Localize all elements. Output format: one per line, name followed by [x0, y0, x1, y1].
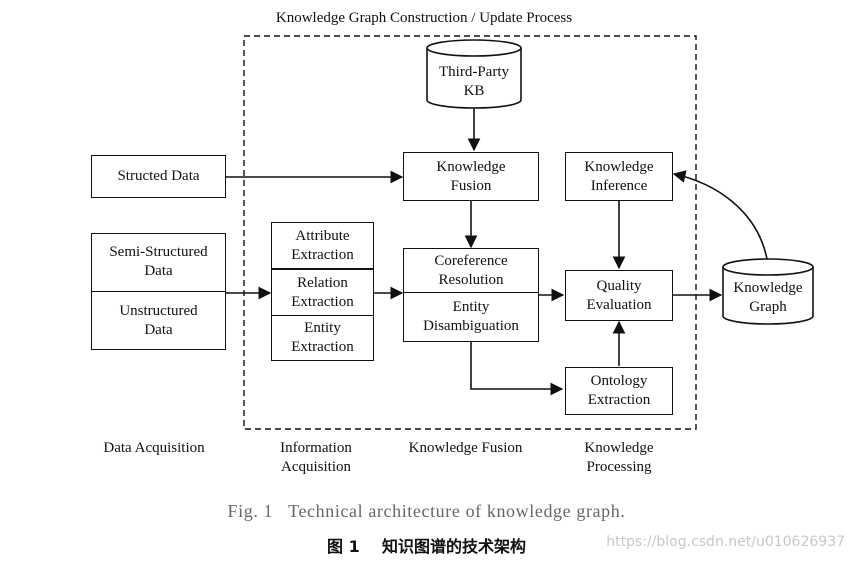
- ontology-extraction-box: [565, 367, 673, 415]
- frame-title: Knowledge Graph Construction / Update Pr…: [275, 10, 573, 26]
- arrow-disambiguation-to-ontology: [470, 342, 564, 396]
- relation-extraction-label: Relation Extraction: [291, 274, 354, 310]
- quality-evaluation-label: Quality Evaluation: [586, 277, 652, 313]
- unstructured-data-label: Unstructured Data: [119, 303, 198, 338]
- semi-unstructured-divider: [91, 291, 226, 292]
- coreference-resolution-label: Coreference Resolution: [434, 253, 508, 288]
- entity-extraction-label: Entity Extraction: [291, 320, 354, 355]
- arrow-graph-to-inference: [672, 170, 768, 260]
- entity-disambiguation-label: Entity Disambiguation: [423, 299, 519, 334]
- watermark-url: https://blog.csdn.net/u010626937: [606, 534, 845, 550]
- stage-information-acquisition: Information Acquisition: [280, 440, 352, 475]
- knowledge-fusion-box: [403, 152, 539, 201]
- third-party-kb-cylinder: [426, 39, 522, 109]
- coreference-disambiguation-box: [403, 248, 539, 342]
- structed-data-label: Structed Data: [117, 168, 200, 184]
- semi-structured-data-label: Semi-Structured Data: [109, 244, 208, 279]
- ontology-extraction-label: Ontology Extraction: [587, 373, 651, 408]
- figure-caption-chinese: 图 1 知识图谱的技术架构: [327, 537, 526, 556]
- stage-data-acquisition: Data Acquisition: [103, 440, 205, 456]
- entity-extraction-box: [271, 315, 374, 361]
- quality-evaluation-box: [565, 270, 673, 321]
- process-frame: [243, 35, 697, 430]
- structed-data-box: [91, 155, 226, 198]
- knowledge-inference-box: [565, 152, 673, 201]
- stage-knowledge-processing: Knowledge Processing: [584, 440, 654, 475]
- figure-caption-english: Fig. 1 Technical architecture of knowled…: [227, 501, 626, 521]
- coreference-divider: [403, 292, 539, 293]
- third-party-kb-label: Third-Party KB: [439, 64, 509, 99]
- stage-knowledge-fusion: Knowledge Fusion: [408, 440, 523, 456]
- knowledge-graph-cylinder: [722, 258, 814, 325]
- knowledge-graph-label: Knowledge Graph: [733, 280, 803, 315]
- attribute-extraction-label: Attribute Extraction: [291, 227, 354, 263]
- attribute-extraction-box: [271, 222, 374, 269]
- knowledge-fusion-label: Knowledge Fusion: [436, 158, 506, 194]
- knowledge-inference-label: Knowledge Inference: [584, 158, 654, 194]
